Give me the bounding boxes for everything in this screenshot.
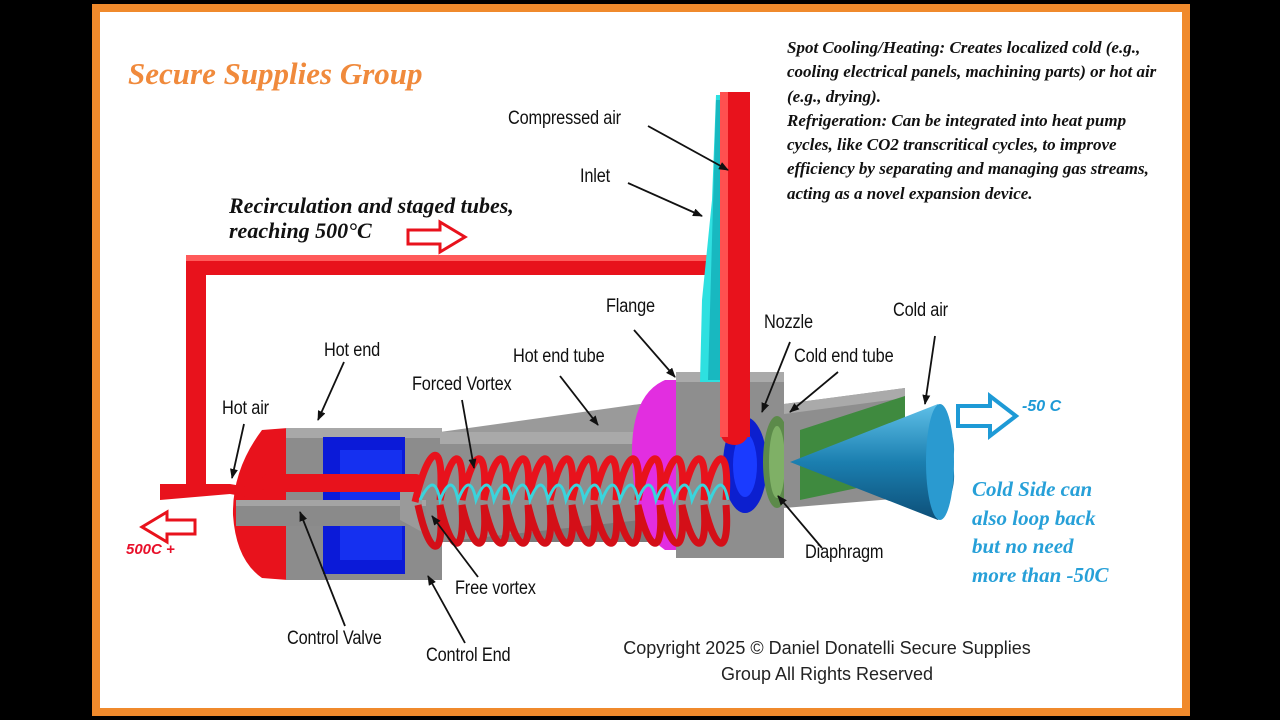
hot-output-arrow — [139, 509, 197, 545]
recirculation-pipe — [186, 255, 734, 495]
label-nozzle: Nozzle — [764, 312, 813, 333]
cold-air-cone — [790, 404, 955, 520]
copyright-line-2: Group All Rights Reserved — [720, 664, 934, 684]
recirculation-line-1: Recirculation and staged tubes, — [229, 193, 514, 218]
hot-output-temperature: 500C + — [126, 541, 175, 558]
label-flange: Flange — [606, 296, 655, 317]
copyright-notice: Copyright 2025 © Daniel Donatelli Secure… — [590, 635, 1064, 687]
label-cold-end-tube: Cold end tube — [794, 346, 894, 367]
cold-note-line-3: but no need — [972, 534, 1074, 558]
applications-notes: Spot Cooling/Heating: Creates localized … — [787, 36, 1167, 206]
label-inlet: Inlet — [580, 166, 611, 187]
note-spot-cooling: Spot Cooling/Heating: Creates localized … — [787, 38, 1157, 106]
cold-note-line-4: more than -50C — [972, 562, 1109, 587]
callout-lines — [230, 125, 936, 644]
label-compressed-air: Compressed air — [508, 108, 621, 129]
label-hot-end: Hot end — [324, 340, 381, 361]
label-hot-end-tube: Hot end tube — [513, 346, 605, 367]
label-forced-vortex: Forced Vortex — [412, 374, 512, 395]
recirculation-caption: Recirculation and staged tubes, reaching… — [229, 193, 514, 243]
note-refrigeration: Refrigeration: Can be integrated into he… — [787, 110, 1149, 203]
cold-note-line-2: also loop back — [972, 505, 1096, 530]
label-hot-air: Hot air — [222, 398, 269, 419]
cold-note-line-1: Cold Side can — [972, 477, 1093, 501]
recirculation-arrow — [406, 219, 468, 255]
cold-output-arrow — [956, 391, 1020, 441]
white-canvas — [100, 12, 1182, 708]
label-diaphragm: Diaphragm — [805, 542, 884, 563]
brand-title: Secure Supplies Group — [128, 56, 423, 91]
label-control-valve: Control Valve — [287, 628, 382, 649]
label-control-end: Control End — [426, 645, 511, 666]
cold-side-note: Cold Side can also loop back but no need… — [972, 475, 1109, 589]
cold-output-temperature: -50 C — [1022, 398, 1062, 415]
recirculation-line-2: reaching 500°C — [229, 218, 372, 243]
label-cold-air: Cold air — [893, 300, 948, 321]
free-vortex-coil — [418, 483, 730, 506]
label-free-vortex: Free vortex — [455, 578, 536, 599]
copyright-line-1: Copyright 2025 © Daniel Donatelli Secure… — [623, 638, 1031, 658]
